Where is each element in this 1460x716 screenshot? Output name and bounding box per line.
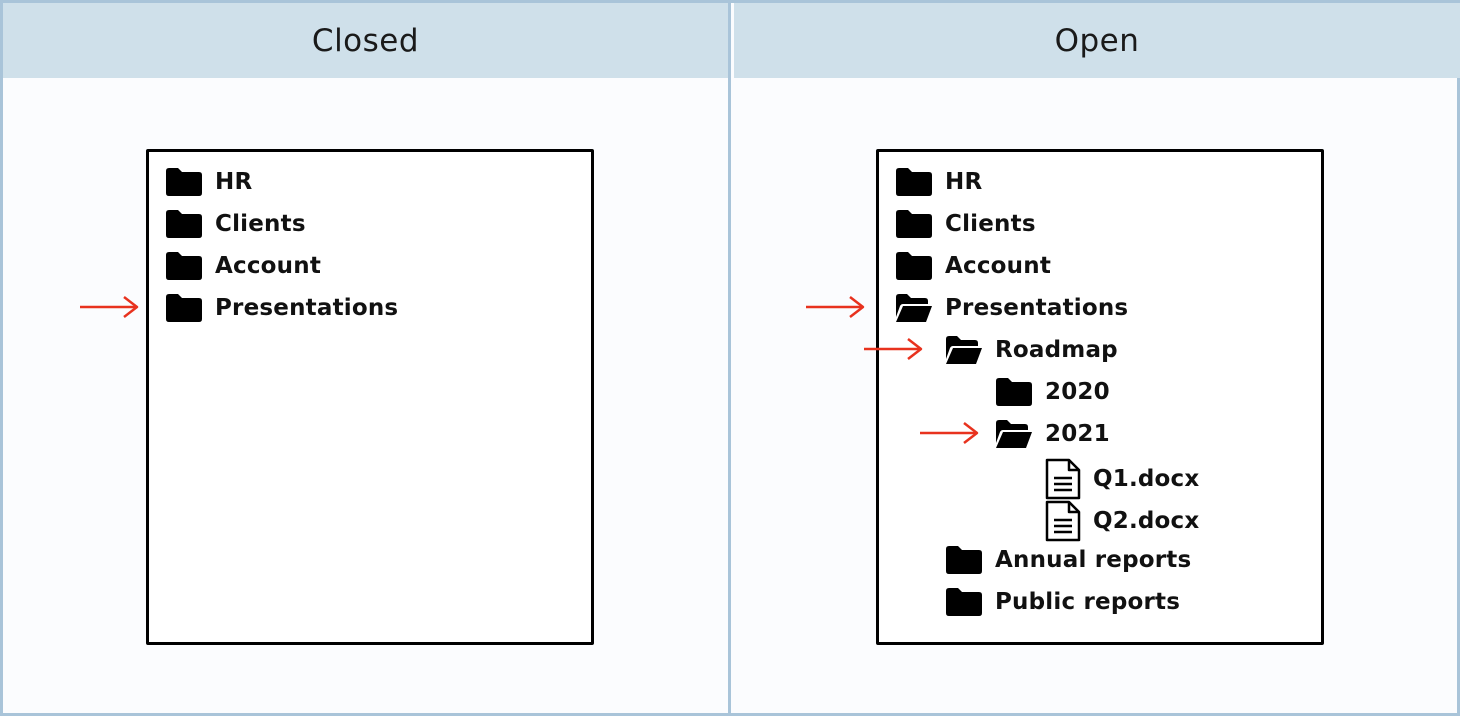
tree-item-label: Clients (215, 211, 306, 237)
red-arrow-icon (80, 295, 140, 319)
open-header: Open (734, 3, 1460, 78)
open-folder-icon (945, 335, 983, 365)
tree-item-label: Q1.docx (1093, 466, 1200, 492)
red-arrow-icon (806, 295, 866, 319)
tree-item-label: Roadmap (995, 337, 1118, 363)
tree-item-roadmap[interactable]: Roadmap (945, 332, 1118, 368)
tree-item-label: HR (945, 169, 983, 195)
folder-icon (945, 545, 983, 575)
tree-item-presentations[interactable]: Presentations (895, 290, 1128, 326)
tree-item-account[interactable]: Account (895, 248, 1051, 284)
folder-icon (895, 251, 933, 281)
document-icon (1045, 500, 1081, 542)
tree-item-label: Clients (945, 211, 1036, 237)
tree-item-clients[interactable]: Clients (895, 206, 1036, 242)
tree-item-label: Q2.docx (1093, 508, 1200, 534)
open-folder-icon (895, 293, 933, 323)
folder-icon (895, 167, 933, 197)
folder-icon (165, 167, 203, 197)
tree-item-public-reports[interactable]: Public reports (945, 584, 1180, 620)
tree-item-q1-docx[interactable]: Q1.docx (1045, 458, 1199, 500)
tree-item-annual-reports[interactable]: Annual reports (945, 542, 1191, 578)
tree-item-q2-docx[interactable]: Q2.docx (1045, 500, 1199, 542)
tree-item-presentations[interactable]: Presentations (165, 290, 398, 326)
tree-item-label: Presentations (945, 295, 1129, 321)
tree-item-label: Annual reports (995, 547, 1192, 573)
tree-item-label: HR (215, 169, 253, 195)
tree-item-label: Public reports (995, 589, 1181, 615)
document-icon (1045, 458, 1081, 500)
tree-item-label: 2020 (1045, 379, 1110, 405)
red-arrow-icon (864, 337, 924, 361)
folder-icon (945, 587, 983, 617)
tree-item-account[interactable]: Account (165, 248, 321, 284)
open-column: Open HR Clients Account (734, 3, 1460, 716)
tree-item-clients[interactable]: Clients (165, 206, 306, 242)
tree-item-2021[interactable]: 2021 (995, 416, 1110, 452)
tree-item-label: Account (215, 253, 322, 279)
tree-item-label: 2021 (1045, 421, 1110, 447)
folder-icon (995, 377, 1033, 407)
tree-item-hr[interactable]: HR (165, 164, 252, 200)
folder-icon (165, 209, 203, 239)
tree-item-2020[interactable]: 2020 (995, 374, 1110, 410)
red-arrow-icon (920, 421, 980, 445)
closed-tree-panel: HR Clients Account Presentations (146, 149, 594, 645)
open-tree-panel: HR Clients Account Presentations (876, 149, 1324, 645)
folder-icon (895, 209, 933, 239)
folder-icon (165, 251, 203, 281)
closed-column: Closed HR Clients Account (3, 3, 731, 716)
folder-icon (165, 293, 203, 323)
tree-item-hr[interactable]: HR (895, 164, 982, 200)
tree-item-label: Account (945, 253, 1052, 279)
open-folder-icon (995, 419, 1033, 449)
tree-item-label: Presentations (215, 295, 399, 321)
closed-header: Closed (3, 3, 728, 78)
